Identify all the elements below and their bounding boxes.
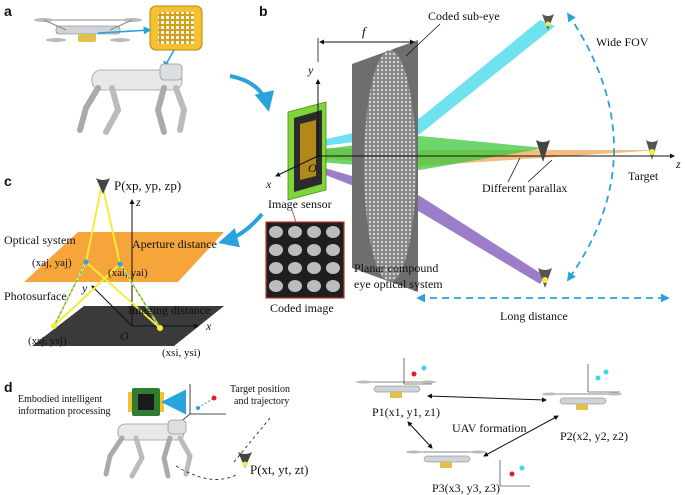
panel-a: a (4, 3, 275, 135)
coded-image-cell (269, 280, 283, 292)
target-position-line1: Target position (230, 384, 290, 395)
b-to-c-arrow (218, 212, 264, 248)
coded-image-cell (288, 226, 302, 238)
uav-formation-label: UAV formation (452, 421, 527, 435)
moth-icon-middle (536, 140, 550, 162)
b-origin-label: O (308, 161, 317, 175)
panel-b: b y x z O f Coded sub-eye (259, 3, 681, 323)
robot-dog-illustration (77, 63, 188, 135)
b-axis-x-label: x (265, 177, 272, 191)
d-robot-dog-illustration (103, 419, 193, 479)
drone-link-arrow (97, 26, 152, 35)
parallax-leader-2 (527, 159, 553, 183)
uav-1 (356, 358, 436, 398)
coded-image-cell (288, 244, 302, 256)
compound-eye-plate (149, 5, 203, 51)
pt-label: P(xt, yt, zt) (250, 462, 309, 477)
coded-image-cell (269, 226, 283, 238)
wide-fov-arc (566, 12, 615, 282)
wide-fov-label: Wide FOV (596, 35, 649, 49)
coded-image-cell (326, 280, 340, 292)
focal-length-label: f (362, 24, 368, 39)
xsi-ysi-label: (xsi, ysi) (162, 347, 201, 359)
panel-b-label: b (259, 3, 268, 19)
coded-image-cell (307, 244, 321, 256)
panel-d-label: d (4, 379, 13, 395)
uav-3 (406, 450, 530, 487)
uav-link-1-2 (427, 393, 547, 403)
embodied-label-line2: information processing (18, 406, 110, 417)
d-trajectory-line (233, 417, 271, 463)
coded-image-cell (307, 226, 321, 238)
p1-label: P1(x1, y1, z1) (372, 405, 440, 419)
uav-link-2-3 (483, 415, 559, 457)
aperture-plane (24, 232, 224, 282)
coded-sub-eye-grid (364, 50, 416, 282)
a-to-b-arrow (229, 74, 275, 112)
coded-image-cell (269, 262, 283, 274)
coded-sub-eye-label: Coded sub-eye (428, 9, 500, 23)
uav-2 (542, 364, 622, 410)
optical-system-label: Optical system (4, 233, 76, 247)
coded-image-cell (307, 262, 321, 274)
coded-image-cell (326, 262, 340, 274)
c-origin-label: O (120, 329, 129, 343)
c-axis-z-label: z (135, 195, 141, 209)
panel-c-label: c (4, 173, 12, 189)
p3-label: P3(x3, y3, z3) (432, 481, 500, 495)
coded-sub-eye-leader (405, 23, 441, 57)
b-axis-y-label: y (307, 63, 314, 77)
panel-a-label: a (4, 3, 12, 19)
panel-d: d Embodied intelligent information proce… (4, 358, 628, 495)
c-axis-x-label: x (205, 319, 212, 333)
coded-image-inset (265, 221, 345, 299)
target-trajectory-axes (177, 384, 226, 425)
uav-link-1-3 (407, 421, 433, 449)
coded-image-cell (326, 226, 340, 238)
imaging-distance-label: Imaging distance (128, 303, 210, 317)
target-position-line2: and trajectory (234, 396, 289, 407)
p2-label: P2(x2, y2, z2) (560, 429, 628, 443)
xaj-yaj-label: (xaj, yaj) (32, 257, 72, 269)
xsj-ysj-label: (xsj, ysj) (28, 335, 67, 347)
drone-illustration (34, 18, 142, 42)
c-axis-y-line (91, 285, 133, 327)
planar-compound-label-line1: Planar compound (354, 261, 438, 275)
coded-image-cell (288, 280, 302, 292)
planar-compound-label-line2: eye optical system (354, 277, 443, 291)
c-axis-y-label: y (81, 281, 88, 295)
different-parallax-label: Different parallax (482, 181, 567, 195)
c-moth-icon (96, 178, 110, 194)
embodied-label-line1: Embodied intelligent (18, 394, 102, 405)
target-label: Target (628, 169, 659, 183)
chip-icon (128, 388, 164, 416)
b-axis-x-line (275, 155, 319, 177)
coded-image-label: Coded image (270, 301, 334, 315)
coded-image-cell (288, 262, 302, 274)
d-moth-icon (238, 452, 252, 468)
panel-c: c z x y O P(xp, yp, zp) Optical sy (4, 173, 264, 359)
c-p-point-label: P(xp, yp, zp) (114, 178, 181, 193)
b-axis-z-label: z (675, 157, 681, 171)
d-sight-line-lower (175, 465, 239, 480)
coded-image-cell (269, 244, 283, 256)
aperture-distance-label: Aperture distance (132, 237, 217, 251)
image-sensor-label: Image sensor (268, 197, 332, 211)
parallax-leader-1 (507, 157, 521, 183)
long-distance-label: Long distance (500, 309, 568, 323)
cyan-ray (322, 20, 555, 146)
purple-ray (318, 166, 545, 284)
photosurface-plane (32, 306, 224, 346)
coded-image-cell (307, 280, 321, 292)
xai-yai-label: (xai, yai) (108, 267, 148, 279)
coded-image-cell (326, 244, 340, 256)
photosurface-label: Photosurface (4, 289, 67, 303)
image-sensor (287, 101, 327, 201)
